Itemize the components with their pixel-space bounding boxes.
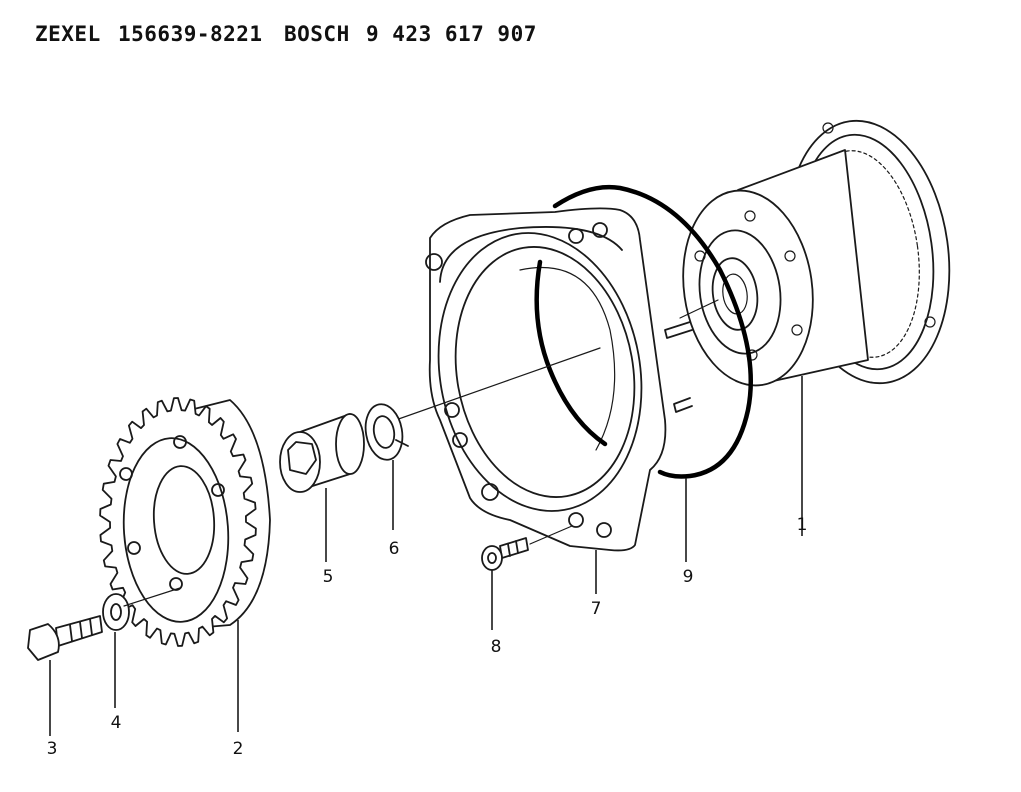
part-8-screw [481, 525, 573, 571]
part-6-washer [364, 403, 409, 461]
guide-line-bolt [123, 587, 181, 607]
leader-lines [49, 376, 803, 736]
callout-8: 8 [491, 637, 502, 657]
callout-7: 7 [591, 599, 602, 619]
callout-1: 1 [797, 515, 808, 535]
callout-5: 5 [323, 567, 334, 587]
axis-line-left [372, 347, 601, 429]
axis-line-right [679, 299, 719, 319]
bosch-part-number: 9 423 617 907 [366, 22, 537, 46]
callout-3: 3 [47, 739, 58, 759]
part-1-housing [664, 119, 951, 413]
part-7-flange [425, 207, 667, 552]
part-5-nut [279, 413, 365, 493]
callout-4: 4 [111, 713, 122, 733]
part-3-bolt [27, 615, 103, 661]
callout-9: 9 [683, 567, 694, 587]
zexel-part-number: 156639-8221 [118, 22, 263, 46]
zexel-label: ZEXEL [35, 22, 101, 46]
bosch-label: BOSCH [284, 22, 350, 46]
callout-6: 6 [389, 539, 400, 559]
part-9-o-ring [534, 184, 754, 479]
part-2-gear [99, 397, 271, 647]
callout-2: 2 [233, 739, 244, 759]
part-4-washer [102, 593, 130, 631]
